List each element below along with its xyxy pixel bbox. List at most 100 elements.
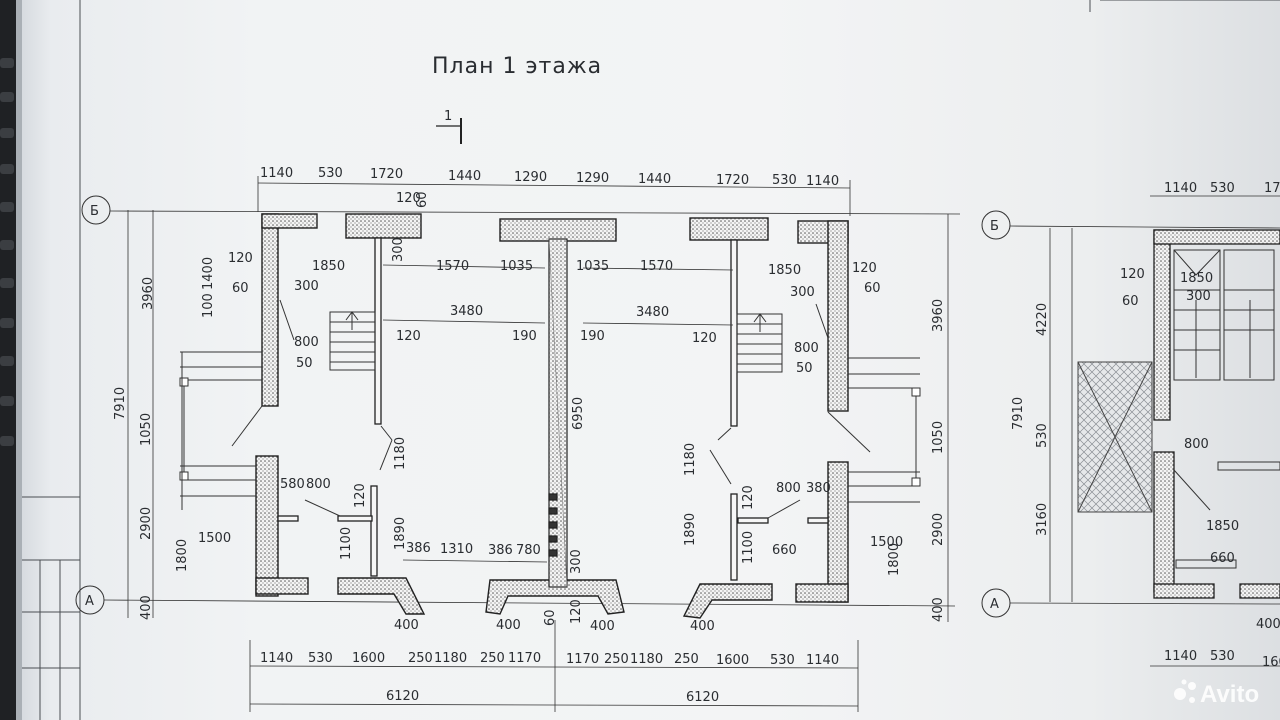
svg-text:1180: 1180 [630, 652, 663, 667]
svg-text:60: 60 [864, 281, 881, 296]
inner-dimensions-left: 120 1400 100 60 1850 300 800 50 580 800 … [175, 191, 541, 633]
svg-text:1050: 1050 [931, 421, 946, 454]
svg-text:2900: 2900 [139, 507, 154, 540]
porch-right [848, 357, 921, 503]
svg-text:1100: 1100 [741, 531, 756, 564]
exterior-walls [255, 213, 849, 619]
svg-text:530: 530 [1210, 181, 1235, 196]
svg-text:1140: 1140 [1164, 181, 1197, 196]
svg-text:1850: 1850 [312, 259, 345, 274]
dim-top-8: 530 [772, 173, 797, 188]
svg-text:800: 800 [306, 477, 331, 492]
dim-top-4: 1290 [514, 170, 547, 185]
svg-text:1850: 1850 [1180, 271, 1213, 286]
svg-text:190: 190 [580, 329, 605, 344]
svg-text:1600: 1600 [716, 653, 749, 668]
svg-text:386: 386 [406, 541, 431, 556]
svg-text:120: 120 [353, 483, 368, 508]
svg-text:1850: 1850 [768, 263, 801, 278]
svg-text:300: 300 [294, 279, 319, 294]
svg-text:1170: 1170 [508, 651, 541, 666]
binder-edge [0, 0, 22, 720]
dimension-lines [127, 176, 1280, 712]
svg-text:1140: 1140 [1164, 649, 1197, 664]
svg-text:120: 120 [396, 191, 421, 206]
svg-text:1: 1 [444, 109, 452, 124]
svg-text:60: 60 [415, 191, 430, 208]
top-dimensions: 1140 530 1720 1440 1290 1290 1440 1720 5… [260, 166, 839, 189]
left-dimensions: 3960 7910 1050 2900 400 [113, 277, 156, 620]
svg-text:160: 160 [1262, 655, 1280, 670]
svg-text:1180: 1180 [434, 651, 467, 666]
party-wall [548, 238, 568, 588]
section-mark: 1 [436, 109, 462, 144]
dim-top-2: 1720 [370, 167, 403, 182]
svg-text:3960: 3960 [141, 277, 156, 310]
svg-text:120: 120 [1120, 267, 1145, 282]
svg-text:300: 300 [1186, 289, 1211, 304]
axis-label-b: Б [90, 204, 99, 219]
svg-text:380: 380 [806, 481, 831, 496]
svg-text:300: 300 [391, 237, 406, 262]
svg-text:530: 530 [308, 651, 333, 666]
plan-title: План 1 этажа [432, 54, 602, 79]
svg-text:250: 250 [408, 651, 433, 666]
svg-text:530: 530 [1035, 423, 1050, 448]
svg-text:1035: 1035 [576, 259, 609, 274]
axis-label-b-2: Б [990, 219, 999, 234]
total-left: 6120 [386, 689, 419, 704]
svg-text:4220: 4220 [1035, 303, 1050, 336]
stair-right [736, 313, 783, 373]
bottom-dimensions: 1140 530 1600 250 1180 250 1170 1170 250… [260, 651, 839, 705]
right-dimensions: 3960 1050 2900 400 [931, 299, 946, 622]
svg-text:530: 530 [770, 653, 795, 668]
svg-text:1180: 1180 [683, 443, 698, 476]
svg-text:800: 800 [294, 335, 319, 350]
svg-text:120: 120 [228, 251, 253, 266]
svg-text:800: 800 [794, 341, 819, 356]
svg-text:1310: 1310 [440, 542, 473, 557]
svg-text:3480: 3480 [636, 305, 669, 320]
watermark-text: Avito [1200, 681, 1259, 708]
avito-watermark: Avito [1174, 679, 1259, 708]
svg-text:2900: 2900 [931, 513, 946, 546]
svg-text:120: 120 [741, 485, 756, 510]
svg-text:60: 60 [232, 281, 249, 296]
svg-text:400: 400 [496, 618, 521, 633]
svg-text:400: 400 [690, 619, 715, 634]
second-plan-partial: 1140 530 17 4220 7910 530 3160 1850 300 … [1011, 181, 1280, 670]
svg-text:120: 120 [396, 329, 421, 344]
dim-top-5: 1290 [576, 171, 609, 186]
svg-text:250: 250 [674, 652, 699, 667]
svg-text:1850: 1850 [1206, 519, 1239, 534]
stair-left [329, 311, 376, 371]
svg-text:780: 780 [516, 543, 541, 558]
svg-text:250: 250 [480, 651, 505, 666]
svg-text:1050: 1050 [139, 413, 154, 446]
interior-partitions [277, 237, 829, 581]
svg-text:1500: 1500 [870, 535, 903, 550]
inner-dimensions-right: 1035 1570 1850 120 60 300 3480 190 120 8… [543, 259, 903, 634]
axis-label-a: А [85, 594, 94, 609]
svg-text:530: 530 [1210, 649, 1235, 664]
svg-text:60: 60 [543, 609, 558, 626]
dim-top-6: 1440 [638, 172, 671, 187]
svg-text:1570: 1570 [640, 259, 673, 274]
svg-text:1890: 1890 [393, 517, 408, 550]
dim-top-7: 1720 [716, 173, 749, 188]
total-right: 6120 [686, 690, 719, 705]
svg-text:60: 60 [1122, 294, 1139, 309]
svg-text:6950: 6950 [571, 397, 586, 430]
svg-text:300: 300 [790, 285, 815, 300]
dim-top-0: 1140 [260, 166, 293, 181]
svg-text:1035: 1035 [500, 259, 533, 274]
sheet-frame [22, 0, 1280, 720]
svg-text:400: 400 [394, 618, 419, 633]
svg-text:386: 386 [488, 543, 513, 558]
dim-top-3: 1440 [448, 169, 481, 184]
svg-text:7910: 7910 [1011, 397, 1026, 430]
porch-left [179, 351, 262, 510]
svg-text:1170: 1170 [566, 652, 599, 667]
svg-text:250: 250 [604, 652, 629, 667]
